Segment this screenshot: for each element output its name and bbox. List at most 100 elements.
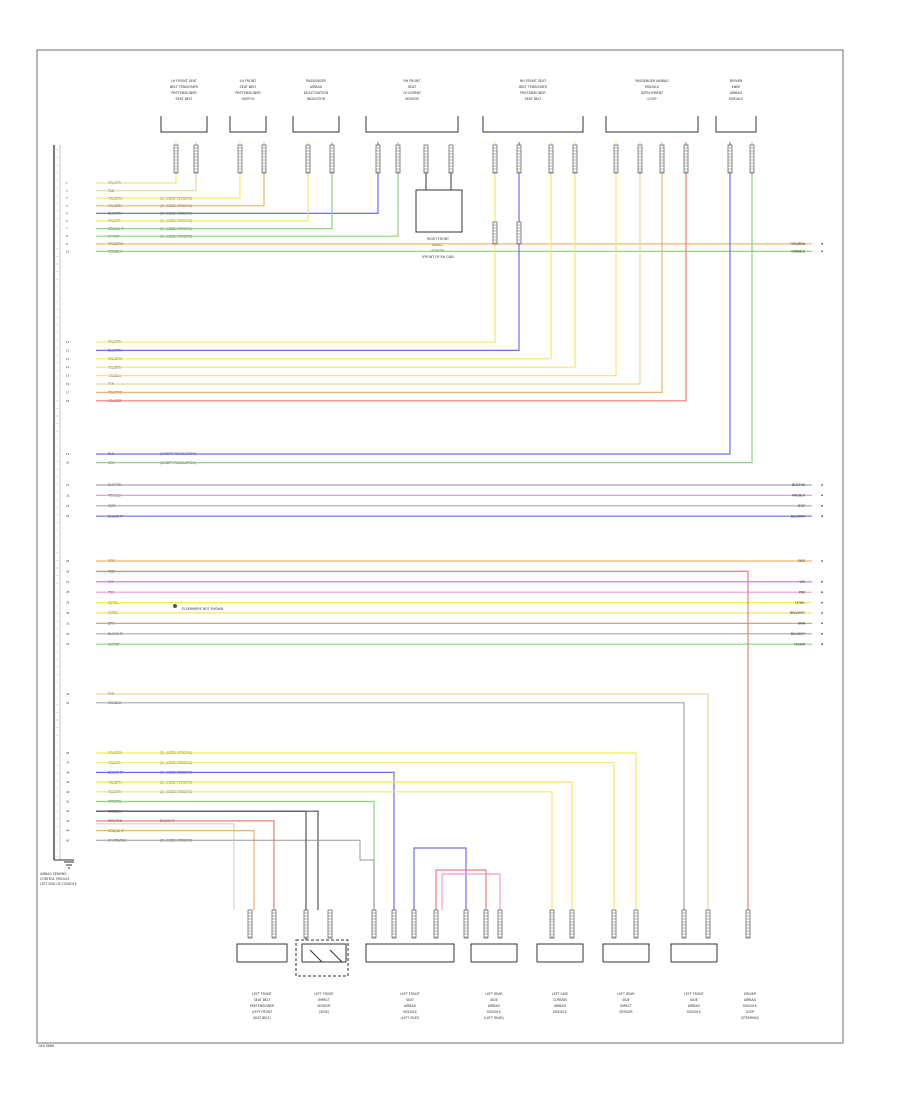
- wire-trace: [96, 142, 520, 351]
- pin-number: 4: [66, 204, 68, 208]
- bottom-component-label: LEFT FRONT: [314, 992, 333, 996]
- pin-number: 14: [66, 365, 70, 369]
- top-connector-pin: [659, 144, 665, 174]
- bottom-component-label: LEFT SIDE: [552, 992, 568, 996]
- top-connector-pin: [173, 144, 179, 174]
- wire-trace: [96, 823, 235, 910]
- ground-label: CONTROL MODULE: [40, 877, 70, 881]
- top-connector-pin: [548, 144, 554, 174]
- terminal-dot: [821, 612, 823, 614]
- wire-trace: [413, 847, 467, 910]
- wire-trace: [96, 142, 641, 385]
- wire-trace: [96, 839, 375, 910]
- bottom-component-label: SENSOR: [317, 1004, 331, 1008]
- bottom-component-label: SEAT BELT: [254, 998, 270, 1002]
- bottom-component-box: [536, 943, 584, 962]
- wire-trace: [96, 791, 553, 910]
- wire-trace: [96, 142, 753, 464]
- right-wire-label: GRN/BLK: [791, 250, 806, 254]
- terminal-dot: [821, 601, 823, 604]
- pin-number: 34: [66, 692, 70, 696]
- top-component-box: [482, 116, 584, 133]
- pin-number: 33: [66, 642, 70, 646]
- bottom-component-label: LEFT REAR: [617, 992, 635, 996]
- top-component-label: PRETENSIONER: [235, 91, 261, 95]
- wire-trace: [96, 829, 255, 910]
- bottom-component-box: [301, 943, 347, 962]
- bottom-connector-pin: [271, 909, 277, 939]
- pin-number: 12: [66, 348, 70, 352]
- top-component-label: SEAT: [408, 85, 417, 89]
- wire-trace: [96, 142, 333, 230]
- pin-number: 28: [66, 590, 70, 594]
- pin-number: 22: [66, 493, 70, 497]
- right-wire-label: BLU/WHT: [791, 632, 805, 636]
- bottom-connector-pin: [433, 909, 439, 939]
- top-component-label: SEAT BELT: [525, 97, 543, 101]
- top-component-label: DEACTIVATION: [304, 91, 329, 95]
- ground-label: LEFT SIDE OF CONSOLE: [40, 882, 77, 886]
- bottom-component-label: SIDE: [690, 998, 697, 1002]
- top-component-label: PASSENGER AIRBAG: [635, 79, 669, 83]
- top-component-label: RH FRONT: [403, 79, 421, 83]
- wire-trace: [96, 820, 275, 910]
- top-component-label: INDICATOR: [307, 97, 326, 101]
- wire-trace: [96, 142, 177, 184]
- bottom-component-label: MODULE: [743, 1004, 757, 1008]
- impact-sensor-label: IMPACT: [432, 243, 444, 247]
- top-component-label: RH FRONT SEAT: [520, 79, 547, 83]
- pin-number: 15: [66, 374, 70, 378]
- bottom-component-label: DRIVER: [744, 992, 757, 996]
- bottom-component-label: PRETENSIONER: [250, 1004, 275, 1008]
- bottom-component-label: MODULE: [403, 1010, 417, 1014]
- bottom-component-label: LEFT REAR: [485, 992, 503, 996]
- wire-trace: [96, 810, 307, 940]
- top-connector-pin: [749, 144, 755, 174]
- bottom-component-label: SIDE: [622, 998, 629, 1002]
- wire-trace: [96, 142, 663, 393]
- bottom-component-label: AIRBAG: [744, 998, 757, 1002]
- pin-number: 32: [66, 632, 70, 636]
- wire-trace: [435, 869, 487, 910]
- wire-trace: [96, 142, 309, 222]
- top-component-label: DRIVER: [730, 79, 743, 83]
- top-connector-pin: [305, 144, 311, 174]
- mid-connector-pin: [492, 221, 498, 245]
- bottom-component-box: [470, 943, 518, 962]
- bottom-connector-pin: [303, 909, 309, 939]
- bottom-component-label: SENSOR: [619, 1010, 633, 1014]
- bottom-component-label: MODULE: [553, 1010, 567, 1014]
- pin-number: 16: [66, 382, 70, 386]
- wire-trace: [96, 142, 731, 455]
- top-connector-pin: [261, 144, 267, 174]
- note-label: ELSEWHERE NOT SHOWN: [182, 607, 224, 611]
- wire-trace: [96, 702, 685, 910]
- pin-number: 45: [66, 838, 70, 842]
- top-component-label: OCCUPANT: [403, 91, 422, 95]
- terminal-dot: [821, 250, 823, 253]
- wire-trace: [96, 142, 496, 343]
- top-component-box: [160, 116, 208, 133]
- terminal-dot: [821, 242, 823, 245]
- bottom-component-box: [670, 943, 718, 962]
- bottom-component-label: LEFT FRONT: [252, 992, 271, 996]
- top-connector-pin: [572, 144, 578, 174]
- bottom-connector-pin: [569, 909, 575, 939]
- wire-trace: [96, 800, 375, 910]
- top-connector-pin: [727, 144, 733, 174]
- impact-sensor-label: RIGHT FRONT: [427, 237, 449, 241]
- top-component-label: PASSENGER: [306, 79, 326, 83]
- bottom-component-label: AIRBAG: [404, 1004, 417, 1008]
- bottom-component-label: (SIDE): [319, 1010, 329, 1014]
- pin-number: 21: [66, 483, 70, 487]
- top-component-label: SEAT BELT: [240, 85, 258, 89]
- bottom-component-label: CURTAIN: [553, 998, 567, 1002]
- top-component-label: LH FRONT: [240, 79, 258, 83]
- terminal-dot: [821, 515, 823, 518]
- wire-trace: [96, 693, 709, 910]
- pin-number: 44: [66, 829, 70, 833]
- top-connector-pin: [683, 144, 689, 174]
- top-component-label: LOOP: [648, 97, 657, 101]
- impact-sensor-box: [415, 189, 463, 233]
- figure-code: 1#0-3866: [38, 1044, 54, 1048]
